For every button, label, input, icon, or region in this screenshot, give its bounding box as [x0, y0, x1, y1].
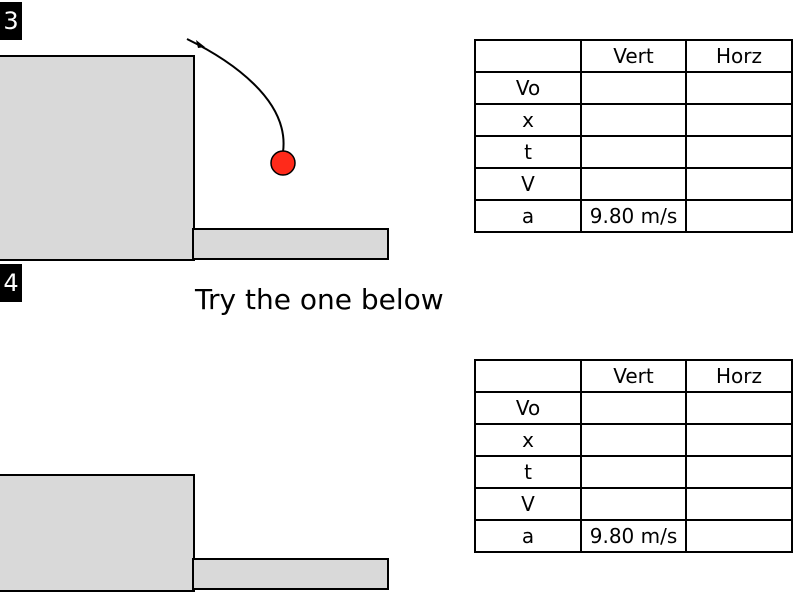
horz-cell — [685, 455, 793, 489]
ground-ledge — [192, 558, 389, 590]
table-header-cell: Vert — [580, 359, 687, 393]
problem-number-badge: 3 — [0, 2, 22, 40]
table-header-cell: Vert — [580, 39, 687, 73]
kinematics-table: Vert Horz Vo x t V a 9.80 m/s — [474, 39, 793, 233]
horz-cell — [685, 391, 793, 425]
projectile-ball — [270, 150, 296, 176]
row-label: a — [474, 519, 582, 553]
vert-cell — [580, 167, 687, 201]
horz-cell — [685, 423, 793, 457]
table-row: a 9.80 m/s — [474, 199, 793, 233]
table-row: V — [474, 167, 793, 201]
instruction-text: Try the one below — [195, 283, 444, 316]
table-row: x — [474, 423, 793, 457]
vert-cell: 9.80 m/s — [580, 199, 687, 233]
vert-cell — [580, 455, 687, 489]
horz-cell — [685, 199, 793, 233]
table-header-cell — [474, 359, 582, 393]
table-header-cell: Horz — [685, 39, 793, 73]
row-label: V — [474, 167, 582, 201]
horz-cell — [685, 71, 793, 105]
horz-cell — [685, 103, 793, 137]
table-header-row: Vert Horz — [474, 39, 793, 73]
table-header-cell: Horz — [685, 359, 793, 393]
table-row: V — [474, 487, 793, 521]
vert-cell — [580, 103, 687, 137]
table-row: Vo — [474, 71, 793, 105]
cliff-block — [0, 55, 195, 261]
cliff-block — [0, 474, 195, 592]
row-label: x — [474, 423, 582, 457]
table-row: a 9.80 m/s — [474, 519, 793, 553]
horz-cell — [685, 167, 793, 201]
vert-cell — [580, 71, 687, 105]
row-label: Vo — [474, 71, 582, 105]
problem-number-badge: 4 — [0, 264, 22, 302]
vert-cell — [580, 423, 687, 457]
table-header-cell — [474, 39, 582, 73]
row-label: t — [474, 135, 582, 169]
table-header-row: Vert Horz — [474, 359, 793, 393]
row-label: V — [474, 487, 582, 521]
table-row: t — [474, 455, 793, 489]
vert-cell — [580, 391, 687, 425]
kinematics-table: Vert Horz Vo x t V a 9.80 m/s — [474, 359, 793, 553]
row-label: t — [474, 455, 582, 489]
direction-arrow-icon — [196, 40, 205, 48]
horz-cell — [685, 135, 793, 169]
horz-cell — [685, 519, 793, 553]
trajectory-path — [186, 38, 285, 153]
row-label: Vo — [474, 391, 582, 425]
table-row: t — [474, 135, 793, 169]
vert-cell: 9.80 m/s — [580, 519, 687, 553]
table-row: x — [474, 103, 793, 137]
ground-ledge — [192, 228, 389, 260]
horz-cell — [685, 487, 793, 521]
vert-cell — [580, 487, 687, 521]
row-label: a — [474, 199, 582, 233]
vert-cell — [580, 135, 687, 169]
table-row: Vo — [474, 391, 793, 425]
row-label: x — [474, 103, 582, 137]
